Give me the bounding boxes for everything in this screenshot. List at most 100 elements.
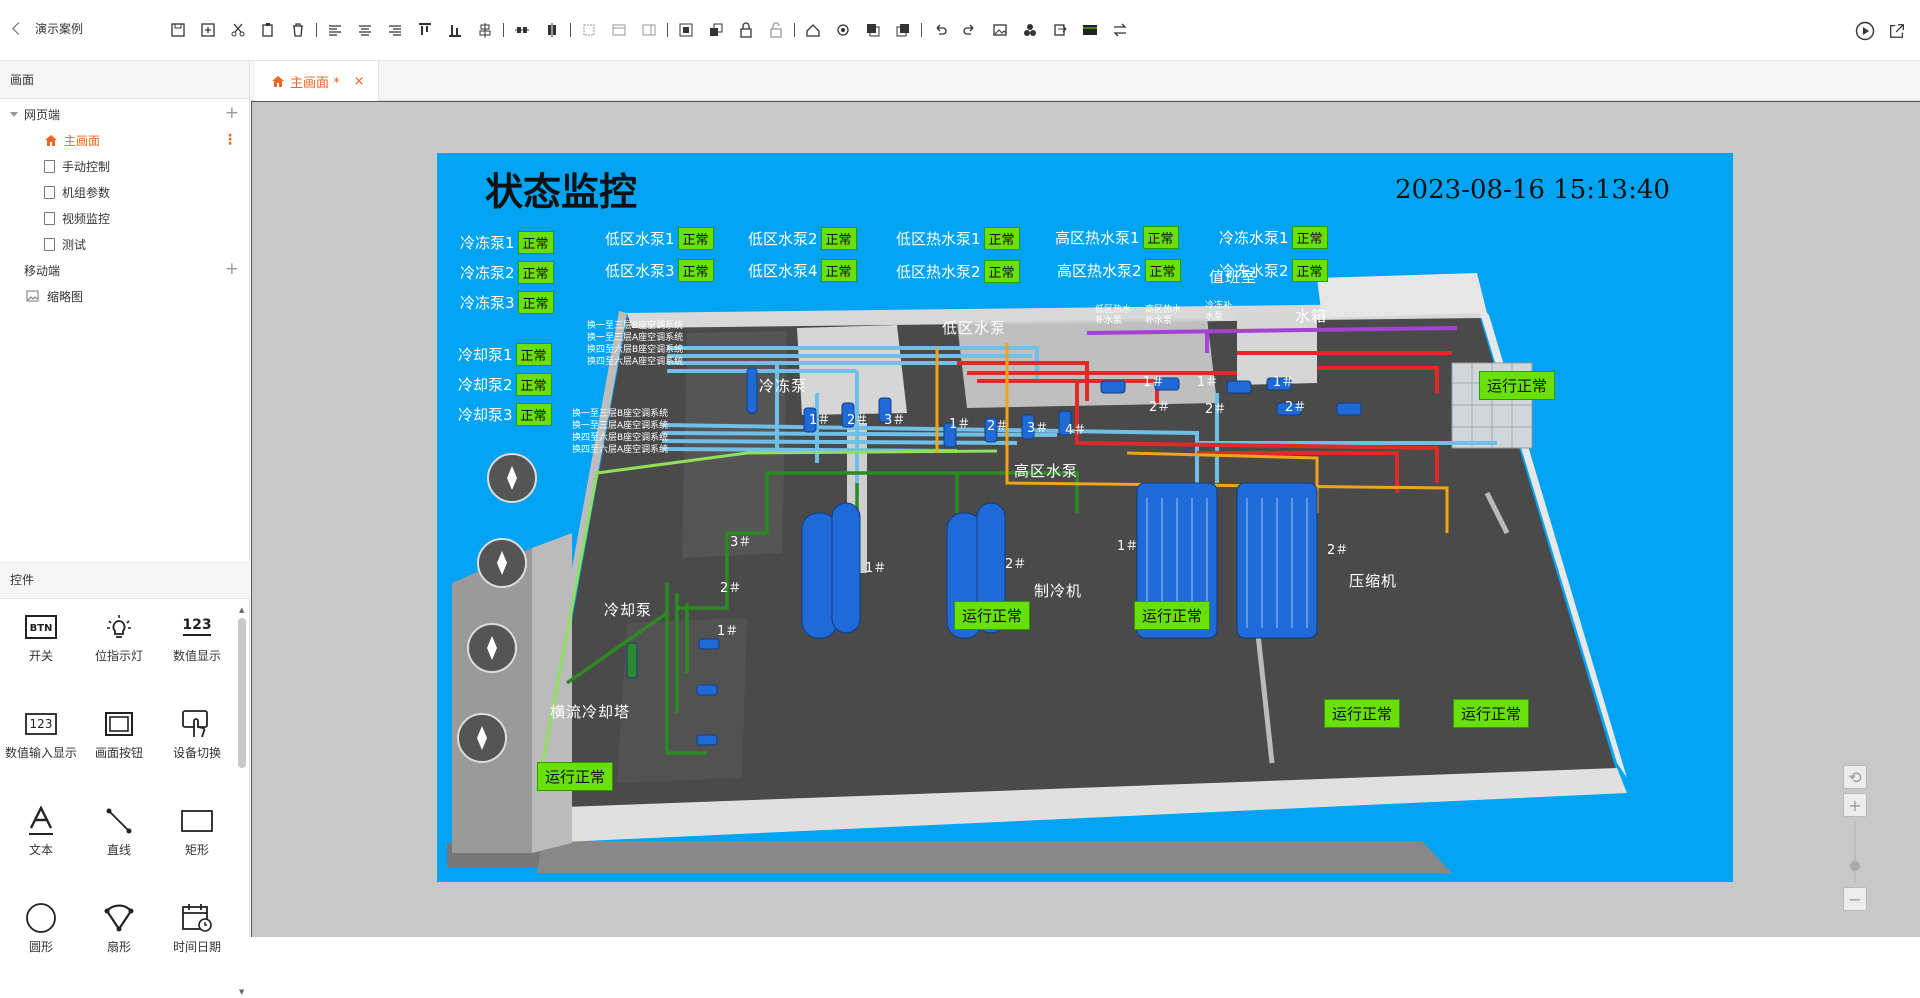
align-left-icon[interactable] — [324, 19, 346, 41]
unit-number: 2＃ — [1149, 400, 1171, 415]
control-sector[interactable]: 扇形 — [80, 898, 158, 995]
area-low-pump: 低区水泵 — [942, 319, 1007, 337]
toolbar-separator — [570, 23, 571, 37]
unit-number: 1＃ — [1197, 375, 1219, 390]
control-datetime[interactable]: 时间日期 — [158, 898, 236, 995]
add-screen-icon[interactable]: + — [224, 103, 239, 123]
distribute-v-icon[interactable] — [541, 19, 563, 41]
unit-number: 2＃ — [1005, 557, 1027, 572]
add-screen-icon[interactable]: + — [224, 259, 239, 279]
unit-number: 3＃ — [730, 535, 752, 550]
pump-label: 低区热水泵1 — [896, 230, 981, 248]
export-icon[interactable] — [1049, 19, 1071, 41]
zoom-in-button[interactable]: + — [1843, 793, 1867, 817]
align-center-icon[interactable] — [354, 19, 376, 41]
zoom-controls: ⟲ + − — [1843, 765, 1867, 920]
redo-icon[interactable] — [959, 19, 981, 41]
area-duty-room: 值班室 — [1209, 268, 1258, 286]
control-label: 开关 — [28, 649, 53, 663]
split-icon[interactable] — [638, 19, 660, 41]
unit-number: 2＃ — [987, 419, 1009, 434]
control-device-switch[interactable]: 设备切换 — [158, 704, 236, 801]
lock-icon[interactable] — [735, 19, 757, 41]
toolbar-separator — [794, 23, 795, 37]
zoom-out-button[interactable]: − — [1843, 887, 1867, 911]
control-indicator[interactable]: 位指示灯 — [80, 607, 158, 704]
align-bottom-icon[interactable] — [444, 19, 466, 41]
swap-icon[interactable] — [1109, 19, 1131, 41]
image-icon[interactable] — [989, 19, 1011, 41]
area-cool-pump: 冷却泵 — [604, 601, 653, 619]
layer-down-icon[interactable] — [832, 19, 854, 41]
components-icon[interactable] — [1019, 19, 1041, 41]
chevron-left-icon — [12, 22, 25, 35]
align-right-icon[interactable] — [384, 19, 406, 41]
pipe-label: 换一至三层B座空调系统 — [572, 409, 669, 419]
control-line[interactable]: 直线 — [80, 801, 158, 898]
control-circle[interactable]: 圆形 — [2, 898, 80, 995]
tree-item-label: 测试 — [62, 237, 87, 252]
control-screen-button[interactable]: 画面按钮 — [80, 704, 158, 801]
unit-number: 1＃ — [949, 417, 971, 432]
preview-play-icon[interactable] — [1854, 20, 1876, 42]
unlock-icon[interactable] — [765, 19, 787, 41]
copy-layer-icon[interactable] — [862, 19, 884, 41]
ungroup-icon[interactable] — [608, 19, 630, 41]
layer-up-icon[interactable] — [802, 19, 824, 41]
more-options-icon[interactable]: ⋮ — [223, 132, 237, 148]
image-icon — [26, 290, 39, 302]
control-rect[interactable]: 矩形 — [158, 801, 236, 898]
pipe-label: 换一至三层B座空调系统 — [587, 321, 684, 331]
add-page-icon[interactable] — [197, 19, 219, 41]
video-icon[interactable] — [1079, 19, 1101, 41]
open-external-icon[interactable] — [1886, 20, 1908, 42]
send-back-icon[interactable] — [705, 19, 727, 41]
control-text[interactable]: 文本 — [2, 801, 80, 898]
tree-item-test[interactable]: 测试 — [0, 231, 249, 257]
tab-main-screen[interactable]: 主画面 * × — [255, 61, 379, 101]
tree-item-manual[interactable]: 手动控制 — [0, 153, 249, 179]
align-top-icon[interactable] — [414, 19, 436, 41]
scrollbar-thumb[interactable] — [238, 618, 246, 768]
controls-scrollbar[interactable]: ▲ ▼ — [238, 606, 246, 996]
save-icon[interactable] — [167, 19, 189, 41]
reset-zoom-icon[interactable]: ⟲ — [1843, 765, 1867, 789]
page-title: 状态监控 — [485, 170, 638, 214]
monitor-screen[interactable]: 状态监控 2023-08-16 15:13:40 — [437, 153, 1733, 882]
distribute-h-icon[interactable] — [511, 19, 533, 41]
tree-group-web[interactable]: 网页端 + — [0, 101, 249, 127]
control-label: 位指示灯 — [94, 649, 143, 663]
group-icon[interactable] — [578, 19, 600, 41]
tree-group-mobile[interactable]: 移动端 + — [0, 257, 249, 283]
status-badge: 正常 — [820, 227, 857, 250]
status-badge: 正常 — [677, 259, 714, 282]
tree-item-label: 机组参数 — [62, 185, 111, 200]
unit-number: 1＃ — [717, 624, 739, 639]
align-middle-icon[interactable] — [474, 19, 496, 41]
paste-icon[interactable] — [257, 19, 279, 41]
status-badge: 正常 — [517, 231, 554, 254]
duplicate-icon[interactable] — [892, 19, 914, 41]
unit-number: 4＃ — [1065, 423, 1087, 438]
back-button[interactable]: 演示案例 — [10, 20, 83, 37]
tree-item-thumbnail[interactable]: 缩略图 — [0, 283, 249, 309]
svg-text:123: 123 — [182, 617, 211, 633]
tree-item-params[interactable]: 机组参数 — [0, 179, 249, 205]
zoom-slider-handle[interactable] — [1850, 861, 1860, 871]
bring-front-icon[interactable] — [675, 19, 697, 41]
undo-icon[interactable] — [929, 19, 951, 41]
pipe-label: 换一至三层A座空调系统 — [587, 333, 684, 343]
zoom-slider[interactable] — [1843, 817, 1867, 887]
tree-item-video[interactable]: 视频监控 — [0, 205, 249, 231]
close-icon[interactable]: × — [353, 73, 365, 89]
tree-item-main[interactable]: 主画面 ⋮ — [0, 127, 249, 153]
cut-icon[interactable] — [227, 19, 249, 41]
delete-icon[interactable] — [287, 19, 309, 41]
